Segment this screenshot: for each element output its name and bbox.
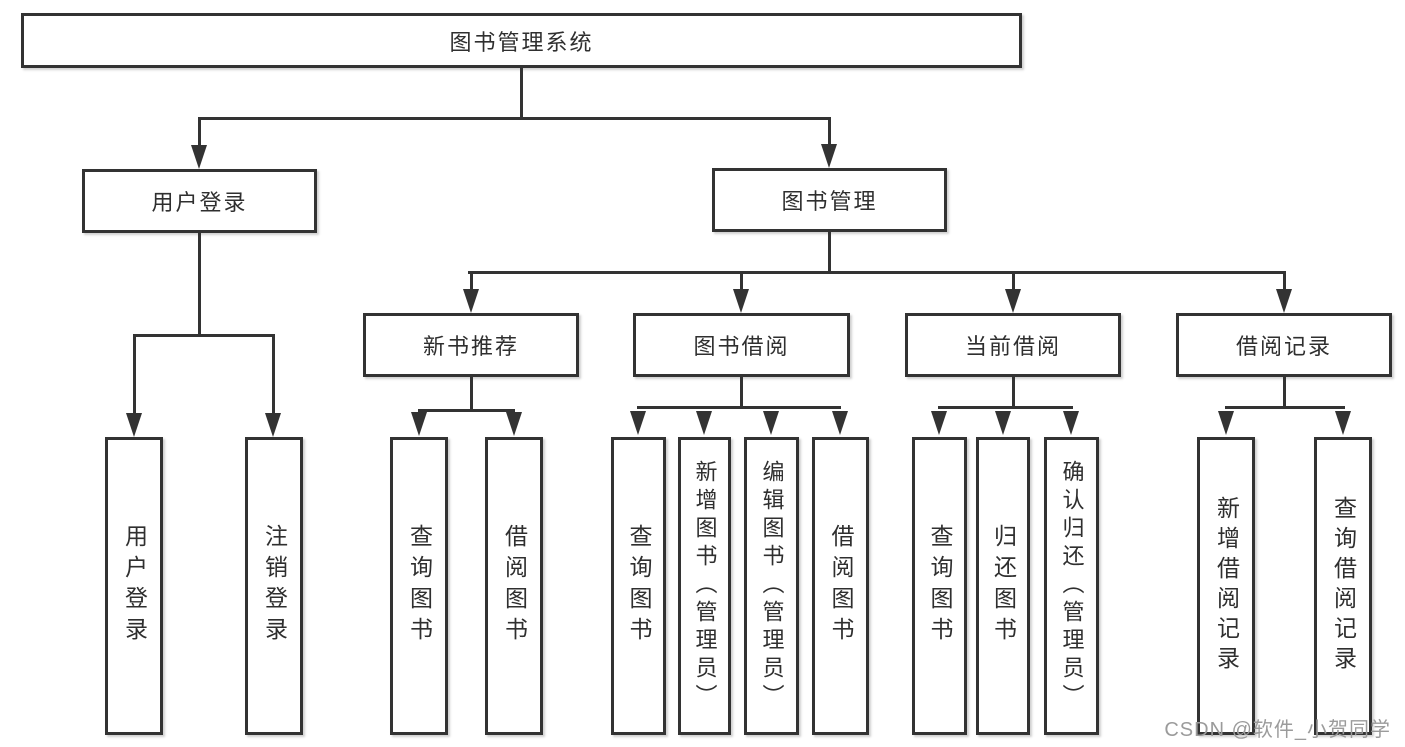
node-user-login: 用户登录: [82, 169, 317, 233]
arrow-down-icon: [931, 411, 947, 435]
arrow-down-icon: [411, 412, 427, 436]
connector-line: [470, 377, 473, 411]
connector-line: [1012, 377, 1015, 408]
arrow-down-icon: [1335, 411, 1351, 435]
leaf-confirm-return-admin: 确认归还（管理员）: [1044, 437, 1099, 735]
connector-line: [470, 271, 473, 292]
leaf-query-books-borrow: 查询图书: [611, 437, 666, 735]
connector-line: [740, 377, 743, 408]
arrow-down-icon: [821, 144, 837, 168]
leaf-user-login-label: 用户登录: [121, 524, 148, 648]
node-root: 图书管理系统: [21, 13, 1022, 68]
connector-line: [133, 334, 136, 416]
leaf-user-login: 用户登录: [105, 437, 163, 735]
connector-line: [1225, 406, 1345, 409]
node-book-management: 图书管理: [712, 168, 947, 232]
arrow-down-icon: [763, 411, 779, 435]
connector-line: [520, 68, 523, 119]
arrow-down-icon: [995, 411, 1011, 435]
leaf-borrow-books-label: 借阅图书: [828, 524, 854, 648]
leaf-logout-login: 注销登录: [245, 437, 303, 735]
node-book-borrow-label: 图书借阅: [693, 334, 790, 359]
arrow-down-icon: [733, 289, 749, 313]
leaf-confirm-return-admin-label: 确认归还（管理员）: [1059, 460, 1085, 712]
arrow-down-icon: [630, 411, 646, 435]
arrow-down-icon: [1063, 411, 1079, 435]
arrow-down-icon: [191, 145, 207, 169]
leaf-query-borrow-record-label: 查询借阅记录: [1330, 496, 1357, 676]
leaf-query-books-recommend: 查询图书: [390, 437, 448, 735]
leaf-query-borrow-record: 查询借阅记录: [1314, 437, 1372, 735]
leaf-logout-login-label: 注销登录: [261, 524, 288, 648]
leaf-query-books-current: 查询图书: [912, 437, 967, 735]
node-root-label: 图书管理系统: [449, 29, 594, 55]
arrow-down-icon: [1005, 289, 1021, 313]
leaf-edit-books-admin-label: 编辑图书（管理员）: [759, 460, 785, 712]
arrow-down-icon: [506, 412, 522, 436]
leaf-borrow-books-recommend-label: 借阅图书: [501, 524, 528, 648]
node-current-borrow-label: 当前借阅: [964, 334, 1061, 359]
node-book-borrow: 图书借阅: [633, 313, 850, 377]
node-user-login-label: 用户登录: [151, 190, 248, 215]
connector-line: [198, 117, 831, 120]
leaf-return-books-label: 归还图书: [990, 524, 1017, 648]
leaf-add-borrow-record-label: 新增借阅记录: [1213, 496, 1240, 676]
arrow-down-icon: [1218, 411, 1234, 435]
watermark: CSDN @软件_小贺同学: [1164, 719, 1391, 741]
node-new-book-recommend-label: 新书推荐: [422, 334, 519, 359]
arrow-down-icon: [1276, 289, 1292, 313]
node-new-book-recommend: 新书推荐: [363, 313, 579, 377]
leaf-borrow-books-recommend: 借阅图书: [485, 437, 543, 735]
connector-line: [198, 117, 201, 148]
leaf-query-books-current-label: 查询图书: [927, 524, 953, 648]
connector-line: [1283, 377, 1286, 408]
node-borrow-records: 借阅记录: [1176, 313, 1392, 377]
leaf-query-books-recommend-label: 查询图书: [406, 524, 433, 648]
arrow-down-icon: [265, 413, 281, 437]
leaf-edit-books-admin: 编辑图书（管理员）: [744, 437, 799, 735]
connector-line: [272, 334, 275, 416]
leaf-return-books: 归还图书: [976, 437, 1030, 735]
connector-line: [133, 334, 275, 337]
leaf-borrow-books: 借阅图书: [812, 437, 869, 735]
connector-line: [828, 117, 831, 147]
connector-line: [418, 409, 515, 412]
leaf-add-books-admin: 新增图书（管理员）: [678, 437, 731, 735]
leaf-query-books-borrow-label: 查询图书: [626, 524, 652, 648]
connector-line: [938, 406, 1073, 409]
connector-line: [637, 406, 841, 409]
leaf-add-books-admin-label: 新增图书（管理员）: [692, 460, 718, 712]
node-book-management-label: 图书管理: [781, 189, 878, 214]
arrow-down-icon: [463, 289, 479, 313]
arrow-down-icon: [832, 411, 848, 435]
arrow-down-icon: [696, 411, 712, 435]
connector-line: [468, 271, 1285, 274]
connector-line: [1283, 271, 1286, 292]
connector-line: [828, 232, 831, 273]
connector-line: [198, 233, 201, 337]
node-current-borrow: 当前借阅: [905, 313, 1121, 377]
leaf-add-borrow-record: 新增借阅记录: [1197, 437, 1255, 735]
connector-line: [740, 271, 743, 292]
arrow-down-icon: [126, 413, 142, 437]
connector-line: [1012, 271, 1015, 292]
node-borrow-records-label: 借阅记录: [1235, 334, 1332, 359]
